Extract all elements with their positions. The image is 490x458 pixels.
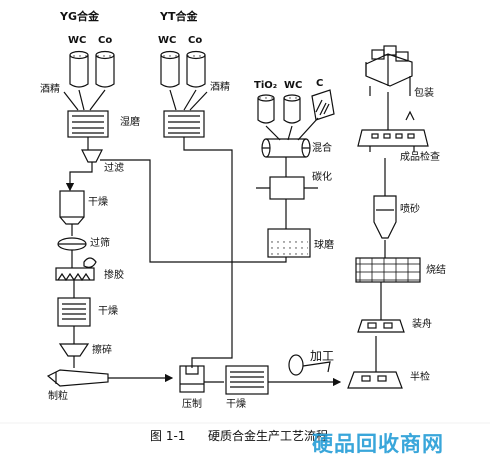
carbonize-furnace [256, 176, 318, 200]
sinter-label: 烧结 [426, 265, 446, 276]
carbon-label: C [316, 78, 324, 89]
tio2-label: TiO₂ [254, 80, 278, 91]
yt-wc-canister [160, 50, 180, 88]
yg-feed-lines [63, 89, 106, 111]
yt-group-header: YT合金 [160, 10, 198, 23]
yg-wet-mill [67, 110, 109, 138]
machining-wheel [288, 354, 331, 376]
yt-co-canister [186, 50, 206, 88]
carbon-bag [311, 89, 335, 121]
yg-wc-canister [69, 50, 89, 88]
yt-wet-mill [163, 110, 205, 138]
sieve-label: 过筛 [90, 238, 110, 249]
load-boat-label: 装舟 [412, 319, 432, 330]
mixer-drum [261, 138, 311, 158]
bottom-dryer [225, 365, 269, 395]
crush-label: 擦碎 [92, 345, 112, 356]
inspect-table [357, 110, 429, 152]
tio2-canister [257, 94, 275, 124]
half-inspect-table [347, 371, 403, 389]
ball-mill-tank [267, 228, 311, 258]
sinter-furnace [355, 257, 421, 283]
yg-wc-label: WC [68, 35, 87, 46]
yg-group-header: YG合金 [60, 10, 99, 23]
yg-co-canister [95, 50, 115, 88]
yt-wc-label: WC [158, 35, 177, 46]
figure-number: 图 1-1 [150, 429, 186, 443]
wet-mill-label: 湿磨 [120, 117, 140, 128]
crush-funnel [58, 343, 90, 357]
granulate-label: 制粒 [48, 391, 68, 402]
yg-alcohol-label: 酒精 [40, 84, 60, 95]
carbide-wc-label: WC [284, 80, 303, 91]
filter-funnel [81, 149, 103, 168]
boat-tray [357, 319, 405, 333]
ball-mill-label: 球磨 [314, 240, 334, 251]
package-boxes [365, 45, 413, 96]
dry-label: 干燥 [88, 197, 108, 208]
second-dryer [57, 297, 91, 327]
half-inspect-label: 半检 [410, 372, 430, 383]
yt-to-press-line [183, 137, 233, 368]
ball-mill-to-filter-line [100, 159, 287, 263]
yt-alcohol-label: 酒精 [210, 82, 230, 93]
figure-title: 硬质合金生产工艺流程 [208, 429, 329, 443]
press-machine [179, 365, 205, 393]
dryer-vessel [59, 190, 85, 225]
mix-label: 混合 [312, 143, 332, 154]
yg-co-label: Co [98, 35, 113, 46]
filter-label: 过滤 [104, 163, 124, 174]
carbonize-label: 碳化 [312, 172, 332, 183]
second-dry-label: 干燥 [98, 306, 118, 317]
watermark: 硬品回收商网 [312, 432, 444, 456]
glue-mixer [55, 257, 97, 282]
yt-feed-lines [169, 89, 208, 111]
sieve-unit [57, 237, 87, 251]
inspect-label: 成品检查 [400, 152, 440, 163]
carbide-feed-lines [265, 117, 319, 141]
mix-glue-label: 掺胶 [104, 270, 124, 281]
sandblast-hopper [373, 195, 397, 239]
bottom-dry-label: 干燥 [226, 399, 246, 410]
granulator [46, 369, 109, 387]
yt-co-label: Co [188, 35, 203, 46]
pack-label: 包装 [414, 88, 434, 99]
process-label: 加工 [310, 349, 335, 363]
wc-canister [283, 94, 301, 124]
sandblast-label: 喷砂 [400, 204, 420, 215]
press-label: 压制 [182, 399, 202, 410]
